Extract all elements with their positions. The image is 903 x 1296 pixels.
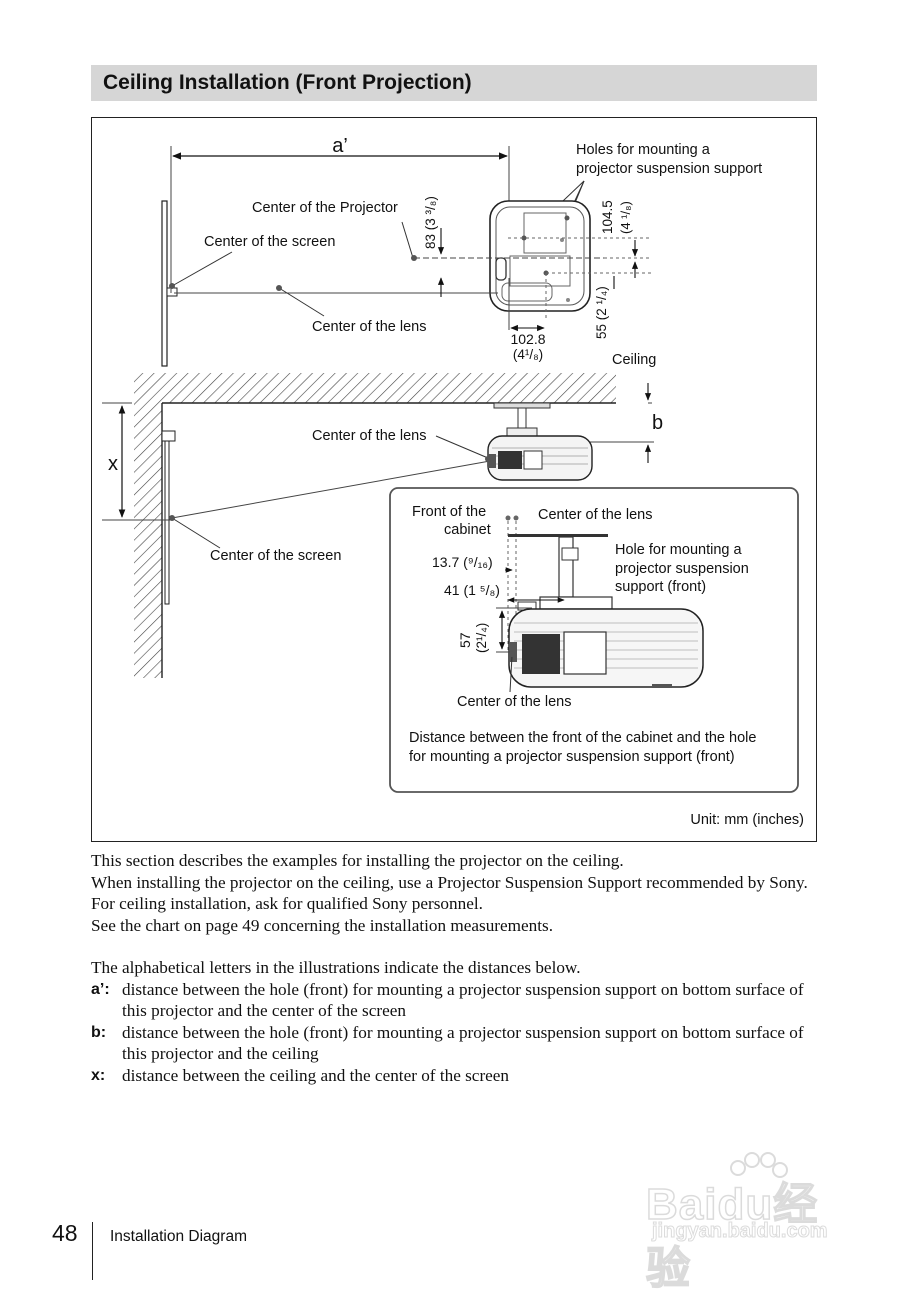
center-screen-label-side: Center of the screen: [210, 548, 341, 564]
definition-text: distance between the hole (front) for mo…: [122, 1022, 804, 1064]
definition-a-prime: a’: distance between the hole (front) fo…: [91, 979, 821, 1022]
x-label: x: [108, 453, 118, 475]
holes-note-line2: projector suspension support: [576, 161, 762, 177]
center-projector-label: Center of the Projector: [252, 200, 398, 216]
baidu-watermark: Baidu经验 jingyan.baidu.com: [640, 1150, 860, 1294]
dim-102-inch-label: (4¹/₈): [513, 347, 543, 362]
detail-caption-line2: for mounting a projector suspension supp…: [409, 749, 735, 765]
section-title: Ceiling Installation (Front Projection): [103, 71, 472, 94]
paragraph-letters: The alphabetical letters in the illustra…: [91, 958, 581, 977]
top-view: a’ Holes for mounting a projector suspen…: [161, 135, 762, 367]
center-screen-label-top: Center of the screen: [204, 234, 335, 250]
ceiling-hatch: [134, 373, 616, 403]
dim-13-label: 13.7 (⁹/₁₆): [432, 554, 493, 570]
a-prime-label: a’: [332, 135, 348, 157]
watermark-brand: Baidu经验: [645, 1179, 819, 1294]
b-label: b: [652, 412, 663, 434]
front-cabinet-line2: cabinet: [444, 522, 491, 538]
wall-hatch: [134, 403, 162, 678]
definition-x: x: distance between the ceiling and the …: [91, 1065, 821, 1087]
diagram-svg: a’ Holes for mounting a projector suspen…: [102, 135, 804, 828]
detail-caption-line1: Distance between the front of the cabine…: [409, 730, 756, 746]
hole-note-line3: support (front): [615, 579, 706, 595]
footer-section-label: Installation Diagram: [110, 1228, 247, 1245]
paragraph-suspension: When installing the projector on the cei…: [91, 872, 808, 892]
dim-41-label: 41 (1 ⁵/₈): [444, 582, 500, 598]
holes-note-line1: Holes for mounting a: [576, 142, 711, 158]
page-number: 48: [52, 1220, 78, 1246]
detail-inset: Front of the cabinet Center of the lens …: [389, 487, 799, 793]
screen-side-view: [164, 440, 170, 605]
definition-text: distance between the ceiling and the cen…: [122, 1065, 510, 1085]
definition-b: b: distance between the hole (front) for…: [91, 1022, 821, 1065]
side-view: Ceiling x b: [102, 352, 663, 678]
dim-104-label: 104.5: [600, 200, 615, 234]
center-lens-label-side: Center of the lens: [312, 428, 426, 444]
unit-label: Unit: mm (inches): [690, 812, 804, 828]
installation-diagram: a’ Holes for mounting a projector suspen…: [91, 117, 817, 842]
paragraph-intro: This section describes the examples for …: [91, 851, 624, 870]
screen-top-view: [161, 200, 168, 367]
watermark-url: jingyan.baidu.com: [652, 1220, 829, 1243]
paw-icon: [730, 1152, 788, 1178]
ceiling-label: Ceiling: [612, 352, 656, 368]
body-text: This section describes the examples for …: [91, 850, 821, 1086]
center-lens-label-detail-top: Center of the lens: [538, 507, 652, 523]
center-lens-label-detail-bottom: Center of the lens: [457, 694, 571, 710]
paragraph-chart-ref: See the chart on page 49 concerning the …: [91, 915, 553, 935]
section-header-bar: Ceiling Installation (Front Projection): [91, 65, 817, 101]
dim-104-inch-label: (4 ¹/₈): [618, 201, 633, 234]
paragraph-personnel: For ceiling installation, ask for qualif…: [91, 894, 483, 913]
definition-key: b:: [91, 1023, 107, 1041]
dim-57-label: 57: [457, 632, 473, 648]
dim-102-label: 102.8: [510, 331, 545, 347]
hole-note-line2: projector suspension: [615, 561, 749, 577]
front-cabinet-line1: Front of the: [412, 504, 486, 520]
footer-divider: [92, 1222, 93, 1280]
definition-key: x:: [91, 1066, 106, 1084]
definition-key: a’:: [91, 980, 110, 998]
definition-text: distance between the hole (front) for mo…: [122, 979, 804, 1021]
center-lens-label-top: Center of the lens: [312, 319, 426, 335]
dim-55-label: 55 (2 ¹/₄): [594, 286, 609, 339]
dim-57-inch-label: (2¹/₄): [474, 623, 489, 653]
hole-note-line1: Hole for mounting a: [615, 542, 742, 558]
dim-83-label: 83 (3 ³/₈): [423, 196, 438, 249]
